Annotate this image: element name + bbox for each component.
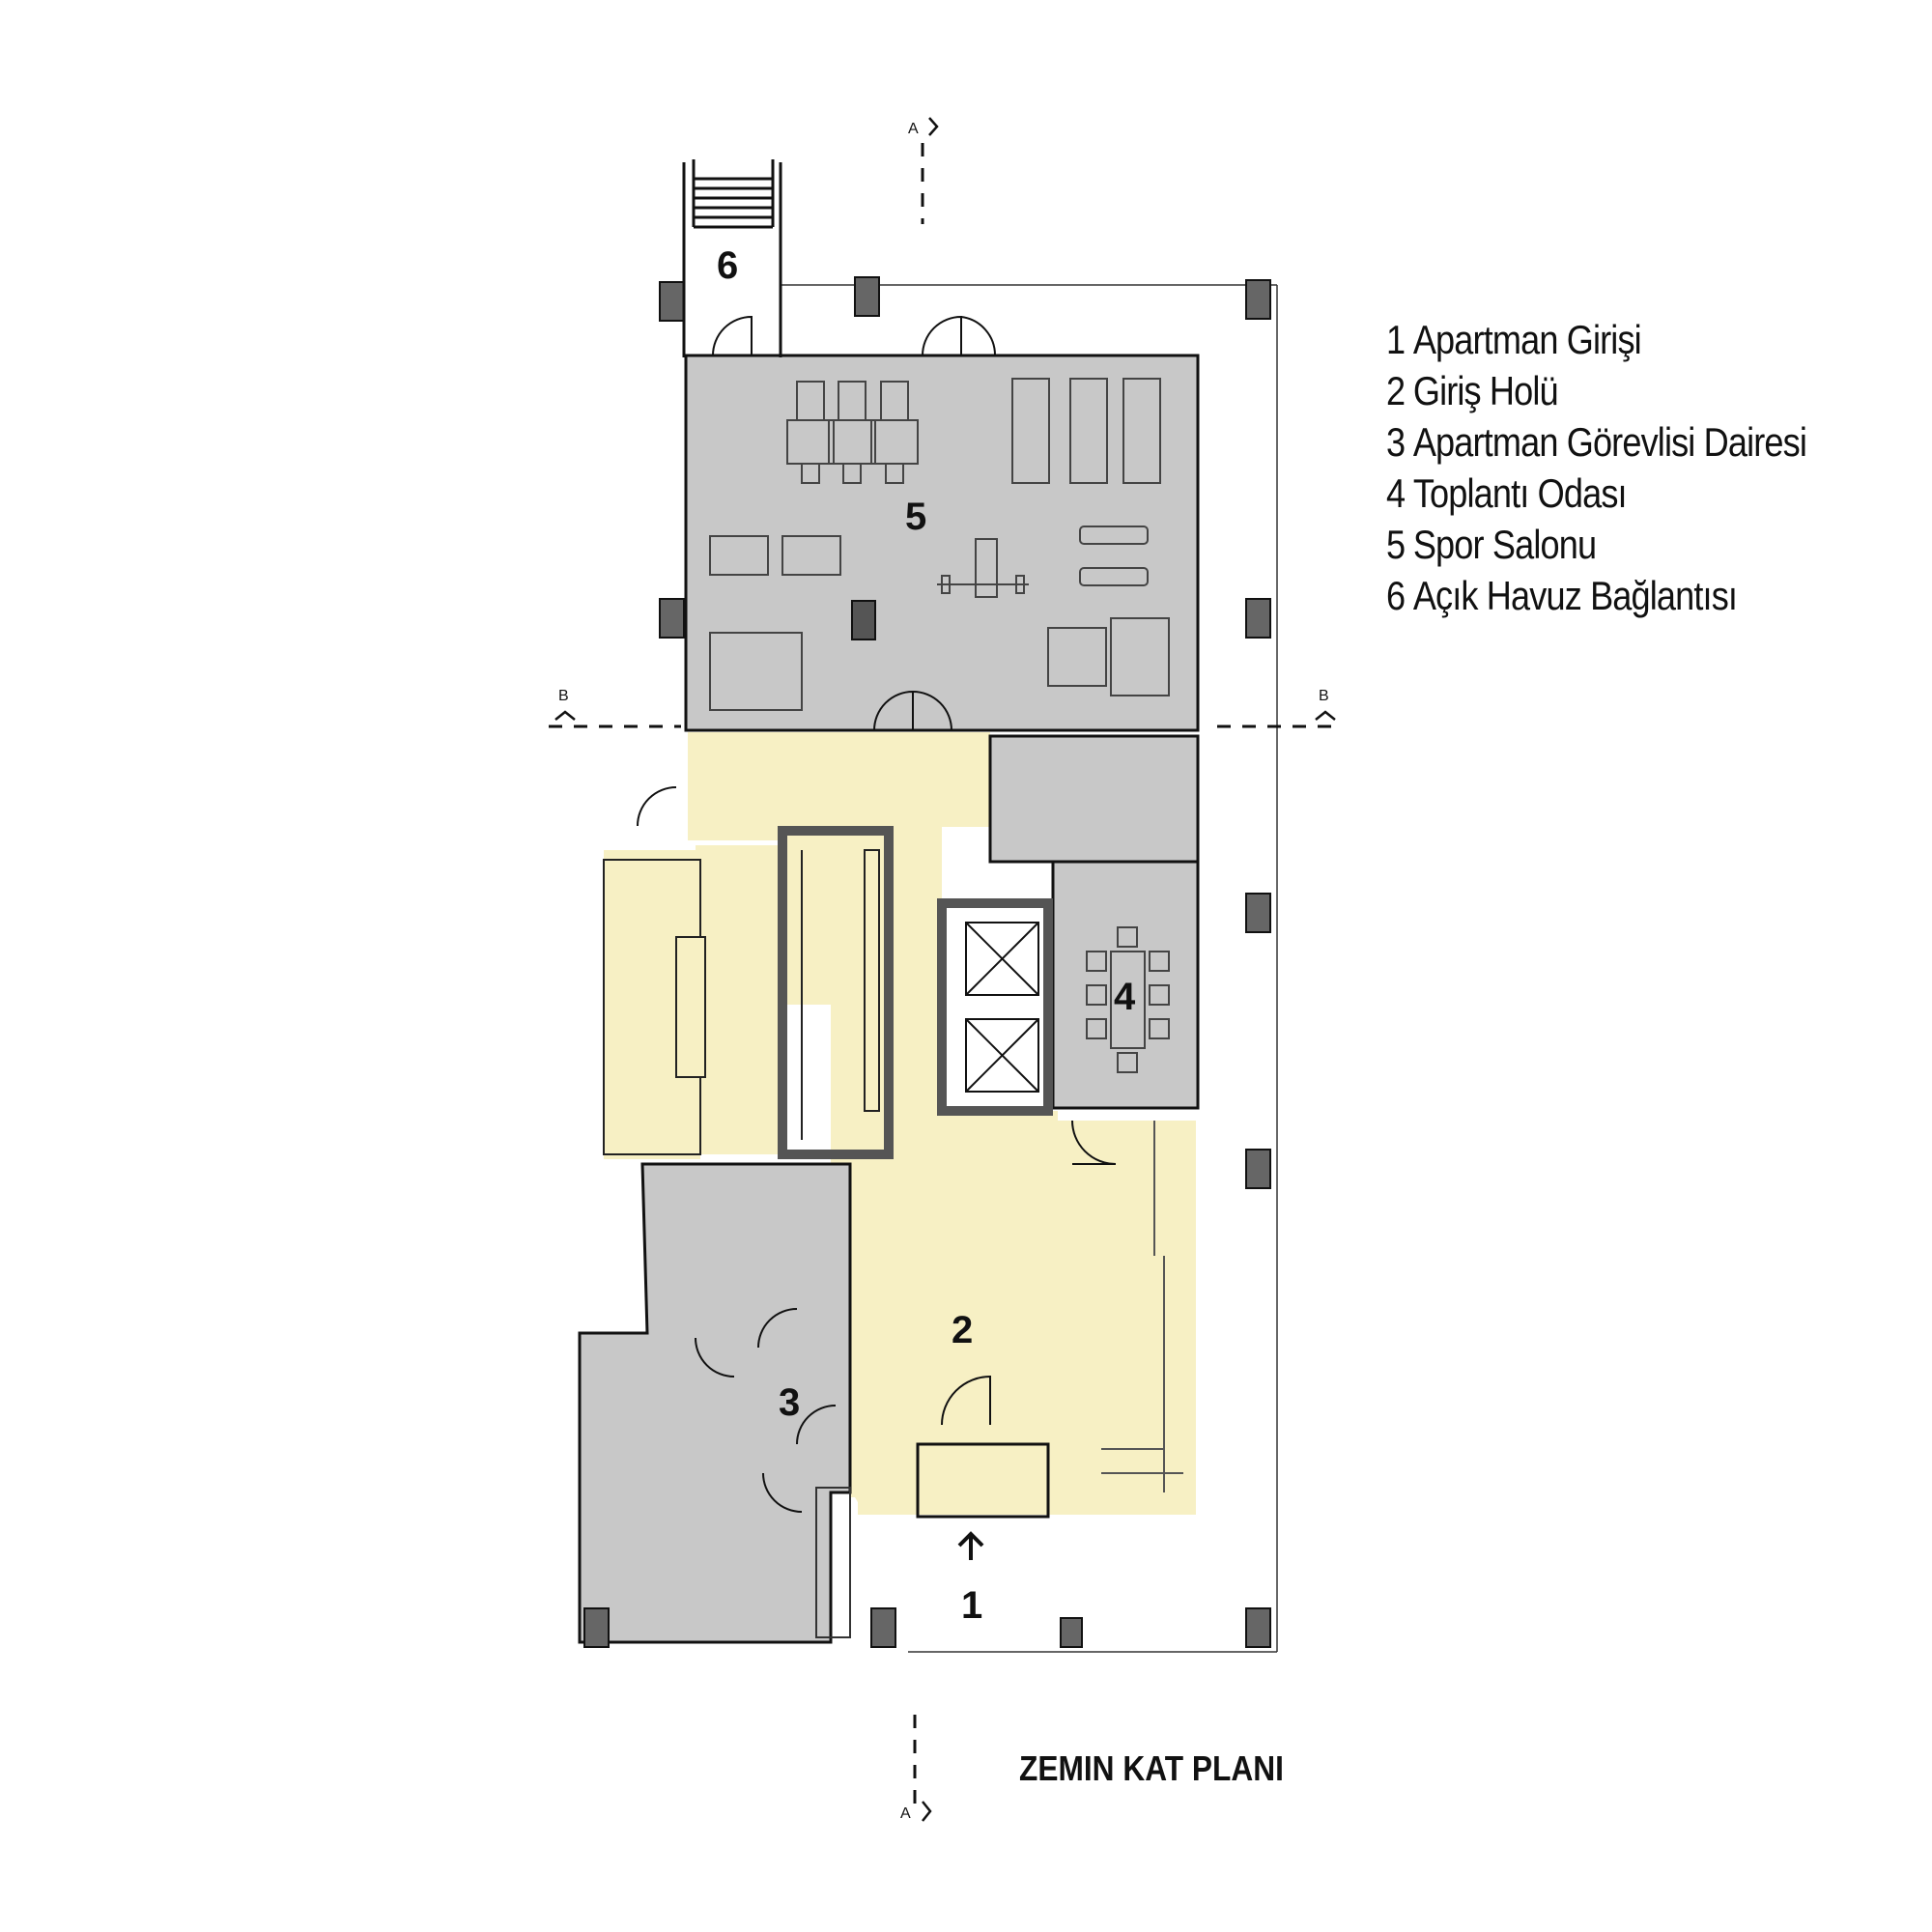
- stair-2: [778, 826, 894, 1159]
- room-label-2: 2: [952, 1309, 973, 1351]
- core-wall: [937, 898, 1053, 1116]
- room-label-3: 3: [779, 1381, 800, 1424]
- room-label-1: 1: [961, 1584, 982, 1627]
- room-4-meeting-area: [1051, 860, 1200, 1110]
- multi-gym-icon: [1047, 627, 1107, 687]
- wc-block-area: [988, 734, 1200, 864]
- legend-label: Apartman Görevlisi Dairesi: [1412, 419, 1807, 465]
- entrance-arrow-icon: [957, 1531, 984, 1560]
- treadmill-icon: [1011, 378, 1050, 484]
- hall-steps: [1101, 1121, 1183, 1492]
- gym-column: [851, 600, 876, 640]
- legend-label: Açık Havuz Bağlantısı: [1412, 573, 1738, 618]
- stair-1: [603, 859, 706, 1155]
- section-label-a-top: A: [908, 121, 919, 137]
- section-label-a-bottom: A: [900, 1805, 911, 1822]
- column-marks: [583, 276, 1271, 1648]
- press-machine-icon: [781, 535, 841, 576]
- plan-title: ZEMIN KAT PLANI: [1019, 1748, 1284, 1788]
- weight-machine-icon: [828, 381, 876, 484]
- gym-equipment: [709, 378, 1170, 711]
- legend-label: Toplantı Odası: [1412, 470, 1628, 516]
- room-label-5: 5: [905, 496, 926, 538]
- legend-label: Spor Salonu: [1412, 522, 1597, 567]
- section-line-a: [913, 143, 924, 1811]
- legend-number: 2: [1386, 368, 1406, 413]
- legend-number: 6: [1386, 573, 1406, 618]
- bench-icon: [1079, 526, 1149, 545]
- section-label-b-left: B: [558, 688, 569, 704]
- entrance-vestibule: [916, 1442, 1050, 1519]
- treadmill-icon: [1069, 378, 1108, 484]
- room-3-caretaker-area: [578, 1162, 852, 1644]
- press-machine-icon: [709, 535, 769, 576]
- room-6-pool-stairs: [682, 159, 782, 357]
- room-label-6: 6: [717, 244, 738, 287]
- leg-machine-icon: [709, 632, 803, 711]
- section-arrows: [554, 117, 1336, 1822]
- bench-icon: [1079, 567, 1149, 586]
- multi-gym-icon: [1110, 617, 1170, 696]
- doors: [637, 315, 1117, 1513]
- barbell-icon: [937, 538, 1029, 598]
- legend-label: Apartman Girişi: [1412, 317, 1642, 362]
- room-label-4: 4: [1114, 976, 1136, 1018]
- kitchen-counter: [815, 1487, 851, 1638]
- legend-number: 3: [1386, 419, 1406, 465]
- weight-machine-icon: [870, 381, 919, 484]
- room-2-hall-area: [688, 732, 1196, 1515]
- legend-number: 4: [1386, 470, 1406, 516]
- legend-number: 1: [1386, 317, 1406, 362]
- meeting-table-icon: [1086, 926, 1170, 1073]
- stair-landing-area: [696, 845, 782, 1154]
- legend-number: 5: [1386, 522, 1406, 567]
- weight-machine-icon: [786, 381, 835, 484]
- treadmill-icon: [1122, 378, 1161, 484]
- section-label-b-right: B: [1319, 688, 1329, 704]
- legend-label: Giriş Holü: [1412, 368, 1559, 413]
- elevator-shafts: [965, 922, 1039, 1093]
